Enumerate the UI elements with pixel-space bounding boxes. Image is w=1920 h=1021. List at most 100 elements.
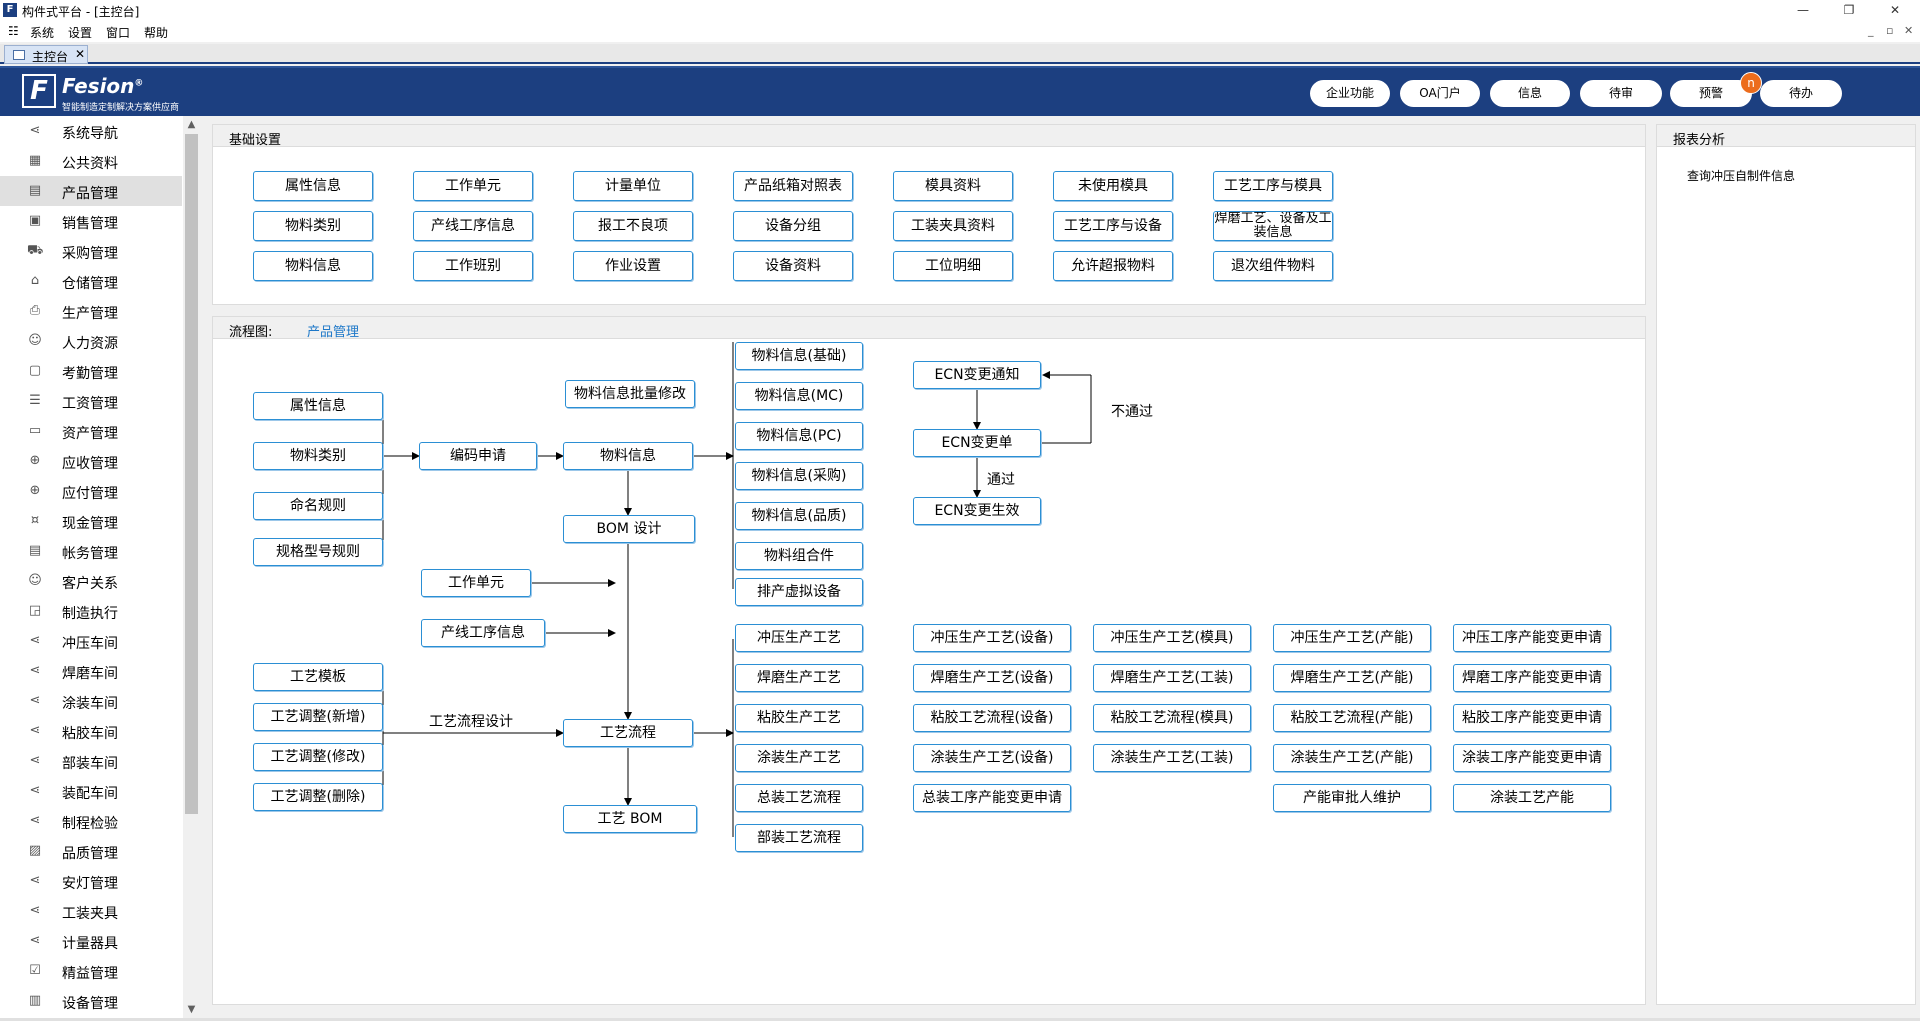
sidebar-item[interactable]: ▥设备管理 <box>0 986 182 1016</box>
settings-button[interactable]: 报工不良项 <box>573 211 693 241</box>
sidebar-item[interactable]: ⋖安灯管理 <box>0 866 182 896</box>
sidebar-item[interactable]: ▤帐务管理 <box>0 536 182 566</box>
flow-material-output-box[interactable]: 物料信息(PC) <box>735 422 863 450</box>
settings-button[interactable]: 产线工序信息 <box>413 211 533 241</box>
report-item-stamping-parts[interactable]: 查询冲压自制件信息 <box>1687 169 1796 183</box>
sidebar-item[interactable]: ⋖部装车间 <box>0 746 182 776</box>
flow-grid-process-box[interactable]: 涂装生产工艺(设备) <box>913 744 1071 772</box>
flow-process-output-box[interactable]: 部装工艺流程 <box>735 824 863 852</box>
settings-button[interactable]: 计量单位 <box>573 171 693 201</box>
sidebar-item[interactable]: ☺人力资源 <box>0 326 182 356</box>
settings-button[interactable]: 模具资料 <box>893 171 1013 201</box>
flow-grid-process-box[interactable]: 总装工序产能变更申请 <box>913 784 1071 812</box>
flow-input-box[interactable]: 属性信息 <box>253 392 383 420</box>
flow-grid-process-box[interactable]: 涂装工序产能变更申请 <box>1453 744 1611 772</box>
flow-material-output-box[interactable]: 排产虚拟设备 <box>735 578 863 606</box>
sidebar-item[interactable]: ⋖计量器具 <box>0 926 182 956</box>
pending-review-button[interactable]: 待审 <box>1580 80 1662 107</box>
sidebar-item[interactable]: ⋖涂装车间 <box>0 686 182 716</box>
flow-grid-process-box[interactable]: 冲压生产工艺(产能) <box>1273 624 1431 652</box>
settings-button[interactable]: 工作班别 <box>413 251 533 281</box>
flow-grid-process-box[interactable]: 产能审批人维护 <box>1273 784 1431 812</box>
flow-grid-process-box[interactable]: 涂装生产工艺(产能) <box>1273 744 1431 772</box>
flow-grid-process-box[interactable]: 粘胶工序产能变更申请 <box>1453 704 1611 732</box>
flow-material-output-box[interactable]: 物料组合件 <box>735 542 863 570</box>
sidebar-item[interactable]: ¤现金管理 <box>0 506 182 536</box>
sidebar-item[interactable]: ▤产品管理 <box>0 176 182 206</box>
flow-process-flow-box[interactable]: 工艺流程 <box>563 719 693 747</box>
flow-process-output-box[interactable]: 焊磨生产工艺 <box>735 664 863 692</box>
flow-grid-process-box[interactable]: 冲压工序产能变更申请 <box>1453 624 1611 652</box>
settings-button[interactable]: 属性信息 <box>253 171 373 201</box>
flow-work-unit-box[interactable]: 工作单元 <box>421 569 531 597</box>
flow-process-bom-box[interactable]: 工艺 BOM <box>563 805 697 833</box>
sidebar-item[interactable]: ⋖工装夹具 <box>0 896 182 926</box>
sidebar-item[interactable]: ⋖焊磨车间 <box>0 656 182 686</box>
flow-ecn-notice-box[interactable]: ECN变更通知 <box>913 361 1041 389</box>
flow-material-output-box[interactable]: 物料信息(品质) <box>735 502 863 530</box>
sidebar-item[interactable]: ⛟采购管理 <box>0 236 182 266</box>
sidebar-item[interactable]: ⊕应收管理 <box>0 446 182 476</box>
settings-button[interactable]: 物料信息 <box>253 251 373 281</box>
scroll-up-icon[interactable]: ▲ <box>187 119 196 130</box>
menu-settings[interactable]: 设置 <box>68 26 93 40</box>
flow-grid-process-box[interactable]: 焊磨生产工艺(工装) <box>1093 664 1251 692</box>
sidebar-item[interactable]: ☺客户关系 <box>0 566 182 596</box>
flow-input-box[interactable]: 物料类别 <box>253 442 383 470</box>
flow-process-output-box[interactable]: 粘胶生产工艺 <box>735 704 863 732</box>
warning-button[interactable]: 预警 <box>1670 80 1752 107</box>
sidebar-item[interactable]: ⋖粘胶车间 <box>0 716 182 746</box>
flow-process-output-box[interactable]: 冲压生产工艺 <box>735 624 863 652</box>
flow-input-box[interactable]: 规格型号规则 <box>253 538 383 566</box>
enterprise-functions-button[interactable]: 企业功能 <box>1310 80 1390 107</box>
flow-process-output-box[interactable]: 涂装生产工艺 <box>735 744 863 772</box>
flow-line-process-box[interactable]: 产线工序信息 <box>421 619 545 647</box>
settings-button[interactable]: 未使用模具 <box>1053 171 1173 201</box>
flow-material-output-box[interactable]: 物料信息(MC) <box>735 382 863 410</box>
mdi-minimize-icon[interactable]: _ <box>1868 24 1874 37</box>
settings-button[interactable]: 物料类别 <box>253 211 373 241</box>
sidebar-item[interactable]: ☑精益管理 <box>0 956 182 986</box>
scroll-thumb[interactable] <box>185 134 198 814</box>
sidebar-item[interactable]: ⊕应付管理 <box>0 476 182 506</box>
flow-grid-process-box[interactable]: 粘胶工艺流程(设备) <box>913 704 1071 732</box>
mdi-restore-icon[interactable]: ▫ <box>1886 24 1894 37</box>
sidebar-item[interactable]: ▢考勤管理 <box>0 356 182 386</box>
flow-process-input-box[interactable]: 工艺调整(删除) <box>253 783 383 811</box>
tab-main-console[interactable]: 主控台 ✕ <box>4 45 88 64</box>
settings-button[interactable]: 作业设置 <box>573 251 693 281</box>
sidebar-item[interactable]: ▭资产管理 <box>0 416 182 446</box>
panel-splitter[interactable] <box>200 116 208 1018</box>
flow-input-box[interactable]: 命名规则 <box>253 492 383 520</box>
settings-button[interactable]: 工装夹具资料 <box>893 211 1013 241</box>
flow-process-input-box[interactable]: 工艺调整(新增) <box>253 703 383 731</box>
flow-grid-process-box[interactable]: 粘胶工艺流程(模具) <box>1093 704 1251 732</box>
flow-material-output-box[interactable]: 物料信息(采购) <box>735 462 863 490</box>
settings-button[interactable]: 退次组件物料 <box>1213 251 1333 281</box>
flow-grid-process-box[interactable]: 焊磨工序产能变更申请 <box>1453 664 1611 692</box>
sidebar-item[interactable]: ⋖系统导航 <box>0 116 182 146</box>
flow-batch-modify-box[interactable]: 物料信息批量修改 <box>565 380 695 408</box>
settings-button[interactable]: 工位明细 <box>893 251 1013 281</box>
menu-help[interactable]: 帮助 <box>144 26 169 40</box>
flow-ecn-effective-box[interactable]: ECN变更生效 <box>913 497 1041 525</box>
flow-grid-process-box[interactable]: 冲压生产工艺(设备) <box>913 624 1071 652</box>
sidebar-item[interactable]: ◲制造执行 <box>0 596 182 626</box>
mdi-close-icon[interactable]: ✕ <box>1904 24 1914 37</box>
settings-button[interactable]: 焊磨工艺、设备及工装信息 <box>1213 211 1333 241</box>
minimize-icon[interactable]: — <box>1797 3 1809 17</box>
scroll-down-icon[interactable]: ▼ <box>187 1004 196 1015</box>
tab-close-icon[interactable]: ✕ <box>75 47 86 61</box>
flow-material-info-box[interactable]: 物料信息 <box>563 442 693 470</box>
flow-grid-process-box[interactable]: 涂装工艺产能 <box>1453 784 1611 812</box>
flow-bom-design-box[interactable]: BOM 设计 <box>563 515 695 543</box>
sidebar-item[interactable]: ⌂仓储管理 <box>0 266 182 296</box>
sidebar-item[interactable]: ▨品质管理 <box>0 836 182 866</box>
info-button[interactable]: 信息 <box>1490 80 1570 107</box>
oa-portal-button[interactable]: OA门户 <box>1400 80 1480 107</box>
settings-button[interactable]: 产品纸箱对照表 <box>733 171 853 201</box>
menu-window[interactable]: 窗口 <box>106 26 131 40</box>
flow-grid-process-box[interactable]: 粘胶工艺流程(产能) <box>1273 704 1431 732</box>
flow-process-input-box[interactable]: 工艺调整(修改) <box>253 743 383 771</box>
settings-button[interactable]: 设备资料 <box>733 251 853 281</box>
